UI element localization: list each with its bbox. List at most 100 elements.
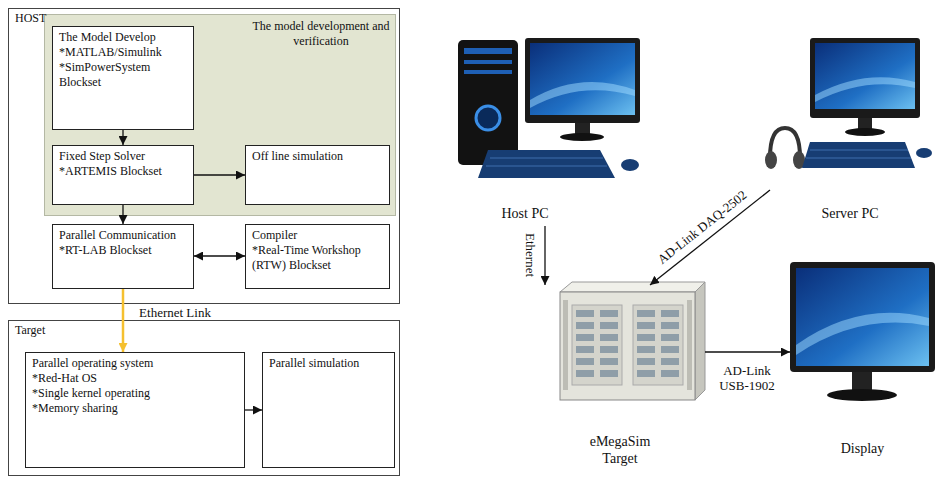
host-pc-illustration	[530, 43, 635, 115]
host-pc-illustration	[490, 158, 603, 159]
emegasim-rack-illustration	[637, 334, 655, 341]
server-pc-illustration	[815, 77, 915, 102]
server-pc-illustration	[845, 128, 885, 136]
server-pc-illustration	[916, 148, 932, 158]
connector-arrow	[122, 289, 125, 352]
box-text: *SimPowerSystem Blockset	[59, 60, 187, 90]
emegasim-rack-illustration	[560, 292, 695, 400]
server-pc: Server PC	[770, 30, 930, 226]
emegasim-rack-illustration	[576, 370, 594, 377]
host-pc-illustration	[525, 38, 640, 123]
box-text: Fixed Step Solver	[59, 149, 187, 164]
server-pc-illustration	[765, 151, 777, 169]
connector-arrow	[650, 190, 770, 285]
device-caption: Display	[841, 440, 885, 457]
emegasim-rack-illustration	[576, 310, 594, 317]
process-box: Compiler*Real-Time Workshop (RTW) Blocks…	[245, 224, 390, 289]
host-pc-illustration	[464, 70, 512, 74]
server-pc-illustration	[806, 158, 911, 159]
box-text: *ARTEMIS Blockset	[59, 164, 187, 179]
display-illustration	[827, 389, 897, 401]
emegasim-rack-illustration	[600, 370, 618, 377]
host-pc-illustration	[560, 133, 604, 141]
host-pc-illustration	[486, 166, 607, 167]
device-caption: eMegaSim Target	[575, 433, 665, 467]
server-pc-illustration	[802, 142, 915, 168]
emegasim-rack-illustration	[637, 322, 655, 329]
emegasim-rack-illustration	[687, 300, 692, 390]
emegasim-rack-illustration	[600, 322, 618, 329]
region-label: Target	[15, 323, 393, 338]
connector-label: Ethernet Link	[139, 305, 211, 320]
emegasim-rack-illustration	[637, 346, 655, 353]
server-pc-illustration	[765, 38, 932, 169]
emegasim-rack-illustration	[560, 282, 705, 400]
display-illustration	[852, 372, 872, 390]
box-text: *MATLAB/Simulink	[59, 45, 187, 60]
development-group: The model development and verification Th…	[44, 14, 396, 216]
display: Display	[790, 255, 935, 461]
emegasim-rack-illustration	[637, 358, 655, 365]
emegasim-rack-illustration	[661, 334, 679, 341]
server-pc-illustration	[810, 38, 920, 118]
emegasim-rack-illustration	[576, 322, 594, 329]
emegasim-rack-illustration	[661, 322, 679, 329]
emegasim-rack-illustration	[637, 370, 655, 377]
emegasim-rack-illustration	[572, 305, 622, 385]
display-illustration	[796, 313, 929, 355]
emegasim-rack-illustration	[600, 310, 618, 317]
device-caption: Server PC	[821, 205, 878, 222]
emegasim-rack-illustration	[600, 358, 618, 365]
process-box: The Model Develop*MATLAB/Simulink*SimPow…	[52, 26, 194, 130]
connector-label: Ethernet	[523, 233, 538, 277]
emegasim-rack-illustration	[695, 282, 705, 400]
host-pc: Host PC	[450, 30, 600, 226]
device-caption: Host PC	[501, 205, 548, 222]
process-box: Fixed Step Solver*ARTEMIS Blockset	[52, 145, 194, 205]
group-label: The model development and verification	[247, 19, 395, 49]
box-text: *Red-Hat OS	[32, 371, 238, 386]
emegasim-rack-illustration	[661, 310, 679, 317]
emegasim-rack-illustration	[600, 346, 618, 353]
host-pc-illustration	[464, 48, 512, 54]
connector-arrow	[194, 255, 245, 256]
emegasim-rack-illustration	[600, 334, 618, 341]
host-pc-illustration	[458, 38, 640, 178]
process-box: Off line simulation	[245, 145, 390, 205]
emegasim-rack-illustration	[637, 310, 655, 317]
host-pc-illustration	[476, 106, 500, 130]
emegasim-rack-illustration	[576, 346, 594, 353]
emegasim-rack-illustration	[560, 282, 705, 292]
host-pc-illustration	[530, 82, 635, 108]
host-pc-illustration	[464, 60, 512, 64]
connector-arrow	[544, 226, 545, 285]
process-box: Parallel operating system*Red-Hat OS*Sin…	[25, 352, 245, 468]
emegasim-rack-illustration	[576, 310, 679, 377]
emegasim-rack-illustration	[576, 358, 594, 365]
display-illustration	[790, 262, 935, 372]
box-text: Off line simulation	[252, 149, 383, 164]
connector-arrow	[194, 174, 245, 175]
connector-arrow	[705, 351, 790, 352]
box-text: Parallel simulation	[269, 356, 388, 371]
server-pc-illustration	[815, 43, 915, 109]
process-box: Parallel Communication*RT-LAB Blockset	[52, 224, 194, 289]
emegasim-rack-illustration	[563, 300, 568, 390]
connector-arrow	[122, 205, 123, 224]
emegasim-rack-illustration	[661, 358, 679, 365]
display-illustration	[796, 268, 929, 366]
emegasim-target: eMegaSim Target	[535, 285, 705, 471]
connector-label: AD-Link DAQ-2502	[654, 187, 749, 267]
emegasim-rack-illustration	[633, 305, 683, 385]
server-pc-illustration	[810, 150, 908, 151]
box-text: Compiler	[252, 228, 383, 243]
host-region: HOSTThe model development and verificati…	[8, 8, 400, 304]
emegasim-rack-illustration	[661, 370, 679, 377]
box-text: *Real-Time Workshop (RTW) Blockset	[252, 243, 383, 273]
connector-arrow	[245, 409, 262, 410]
host-pc-illustration	[478, 150, 615, 178]
box-text: Parallel Communication	[59, 228, 187, 243]
target-region: TargetParallel operating system*Red-Hat …	[8, 320, 400, 476]
